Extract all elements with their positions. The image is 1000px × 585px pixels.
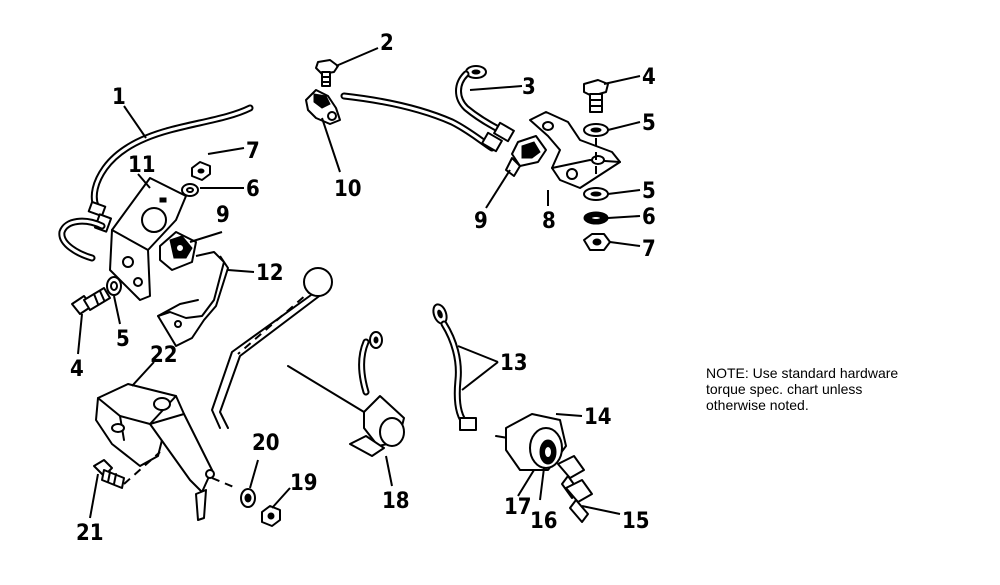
callout-6-left: 6: [246, 177, 260, 202]
part-12-lever: [157, 251, 229, 347]
part-5-washer-right-bottom: [583, 187, 609, 201]
note-line-2: torque spec. chart unless: [706, 381, 863, 397]
assembly-line-20: [211, 477, 237, 489]
part-5-washer-left: [106, 276, 122, 296]
part-18-sender: [287, 331, 405, 457]
callout-3: 3: [522, 75, 536, 100]
part-20-washer: [240, 488, 256, 508]
callout-12: 12: [256, 261, 284, 286]
callout-20: 20: [252, 431, 280, 456]
callout-11: 11: [128, 153, 156, 178]
callout-1: 1: [112, 85, 126, 110]
part-4-bolt-right: [583, 79, 609, 113]
part-10-clamp: [305, 89, 341, 125]
callout-19: 19: [290, 471, 318, 496]
callout-10: 10: [334, 177, 362, 202]
leader-lines: [77, 47, 641, 519]
callout-15: 15: [622, 509, 650, 534]
part-7-nut-right: [583, 233, 611, 251]
part-21-bolt: [93, 459, 125, 489]
part-7-nut-left: [191, 161, 211, 181]
callout-22: 22: [150, 343, 178, 368]
part-5-washer-right-top: [583, 123, 609, 137]
part-15-keys: [557, 455, 593, 523]
callout-5-right-top: 5: [642, 111, 656, 136]
part-9-switch-right: [505, 135, 547, 177]
callout-6-right: 6: [642, 205, 656, 230]
cable-upper: [340, 92, 503, 153]
callout-8: 8: [542, 209, 556, 234]
callout-7-right: 7: [642, 237, 656, 262]
part-14-ignition-switch: [495, 413, 567, 471]
callout-9-right: 9: [474, 209, 488, 234]
part-2-bolt: [315, 59, 339, 87]
callout-14: 14: [584, 405, 612, 430]
callout-16: 16: [530, 509, 558, 534]
callout-5-right-bottom: 5: [642, 179, 656, 204]
callout-4-left: 4: [70, 357, 84, 382]
part-22-shift-bracket: [95, 383, 185, 467]
callout-17: 17: [504, 495, 532, 520]
torque-note: NOTE: Use standard hardware torque spec.…: [706, 365, 976, 413]
callout-2: 2: [380, 31, 394, 56]
part-1-wire-harness: [58, 104, 254, 262]
part-4-bolt-left: [71, 287, 111, 315]
callout-5-left: 5: [116, 327, 130, 352]
callout-9-left: 9: [216, 203, 230, 228]
part-6-lockwasher-right: [583, 211, 609, 225]
part-6-lockwasher-left: [181, 183, 199, 197]
part-19-nut: [261, 505, 281, 527]
shift-lever: [149, 267, 333, 521]
part-8-bracket-right: [529, 111, 621, 189]
callout-13: 13: [500, 351, 528, 376]
callout-18: 18: [382, 489, 410, 514]
note-line-3: otherwise noted.: [706, 397, 809, 413]
callout-21: 21: [76, 521, 104, 546]
part-9-switch-left: [159, 231, 197, 271]
part-13-wire: [432, 303, 477, 431]
part-11-bracket: [109, 177, 187, 301]
callout-4-right: 4: [642, 65, 656, 90]
part-3-wire: [455, 65, 515, 143]
callout-7-left: 7: [246, 139, 260, 164]
note-line-1: NOTE: Use standard hardware: [706, 365, 899, 381]
